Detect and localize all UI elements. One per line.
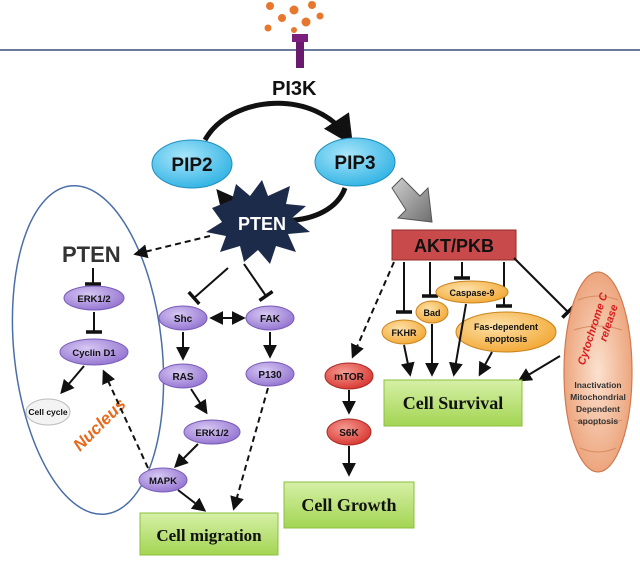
receptor — [292, 34, 308, 68]
cell-migration-box — [139, 512, 279, 556]
fas-node — [455, 311, 557, 353]
erk-nucleus-node — [63, 285, 125, 311]
cell-survival-label: Cell Survival — [403, 393, 504, 413]
mito-to-survival-arrow — [517, 355, 561, 382]
nucleus-label: Nucleus — [69, 395, 129, 455]
nucleus-pten-label: PTEN — [62, 242, 121, 267]
pten-to-nucleus-arrow — [133, 235, 211, 259]
cell-growth-label: Cell Growth — [301, 495, 396, 515]
pten-star-label: PTEN — [238, 214, 286, 234]
s6k-node — [326, 418, 372, 446]
pip3-node — [314, 137, 396, 187]
fas-to-survival-arrow — [478, 351, 493, 377]
p130-label: P130 — [258, 370, 282, 381]
s6k-label: S6K — [339, 428, 359, 439]
ras-label: RAS — [172, 372, 193, 383]
fkhr-to-survival-arrow — [400, 344, 415, 377]
erk-nucleus-label: ERK1/2 — [77, 294, 110, 305]
pten-inhibits-fak — [243, 263, 274, 302]
erk-cyto-node — [183, 419, 241, 445]
pip3-to-akt-arrow — [391, 177, 433, 223]
mito-label-line1: Inactivation — [574, 380, 621, 390]
mapk-label: MAPK — [149, 476, 177, 487]
mtor-node — [324, 362, 374, 390]
cyclin-to-cellcycle-arrow — [60, 365, 85, 395]
p130-node — [245, 361, 295, 387]
fak-node — [245, 305, 295, 331]
bad-label: Bad — [423, 308, 440, 318]
cell-migration-label: Cell migration — [156, 526, 262, 545]
pip2-to-pip3-arrow — [202, 100, 353, 146]
shc-node — [158, 305, 208, 331]
pten-star — [206, 180, 310, 264]
cell-survival-box — [383, 379, 523, 427]
akt-label: AKT/PKB — [414, 236, 494, 256]
cell-growth-box — [283, 481, 415, 529]
erk-to-mapk-arrow — [174, 443, 199, 468]
akt-box — [391, 229, 517, 261]
mapk-node — [138, 467, 188, 493]
cyclin-label: Cyclin D1 — [72, 348, 116, 359]
mapk-to-migration-arrow — [177, 489, 207, 512]
fas-label-line2: apoptosis — [485, 334, 528, 344]
caspase-to-survival-arrow — [448, 303, 467, 377]
mito-label-line3: Dependent — [576, 404, 620, 414]
shc-label: Shc — [174, 314, 193, 325]
cell-cycle-icon — [25, 398, 71, 426]
fak-label: FAK — [260, 314, 281, 325]
fkhr-label: FKHR — [392, 328, 417, 338]
cyclin-node — [59, 338, 129, 366]
ras-node — [158, 363, 208, 389]
pi3k-label: PI3K — [272, 78, 317, 100]
mapk-to-cyclin-arrow — [102, 369, 149, 469]
mtor-label: mTOR — [334, 372, 365, 383]
mito-label-line4: apoptosis — [578, 416, 618, 426]
ras-to-erk-arrow — [190, 388, 208, 415]
nucleus-boundary — [11, 184, 165, 516]
bad-node — [415, 300, 449, 324]
caspase-label: Caspase-9 — [449, 288, 494, 298]
fas-label-line1: Fas-dependent — [474, 322, 538, 332]
mitochondrion-icon — [563, 271, 633, 473]
cell-cycle-label: Cell cycle — [28, 407, 67, 417]
caspase-node — [435, 280, 509, 304]
akt-inhibits-cytochrome — [513, 257, 575, 319]
pten-inhibits-shc — [187, 267, 229, 306]
erk-cyto-label: ERK1/2 — [195, 428, 228, 439]
pip3-label: PIP3 — [334, 153, 375, 174]
mito-label-line2: Mitochondrial — [570, 392, 626, 402]
fkhr-node — [381, 319, 427, 345]
pip2-label: PIP2 — [171, 155, 212, 176]
p130-to-migration-arrow — [230, 387, 269, 511]
ligand-dots — [264, 1, 324, 33]
pip2-node — [151, 139, 233, 189]
akt-to-mtor-arrow — [351, 261, 395, 359]
